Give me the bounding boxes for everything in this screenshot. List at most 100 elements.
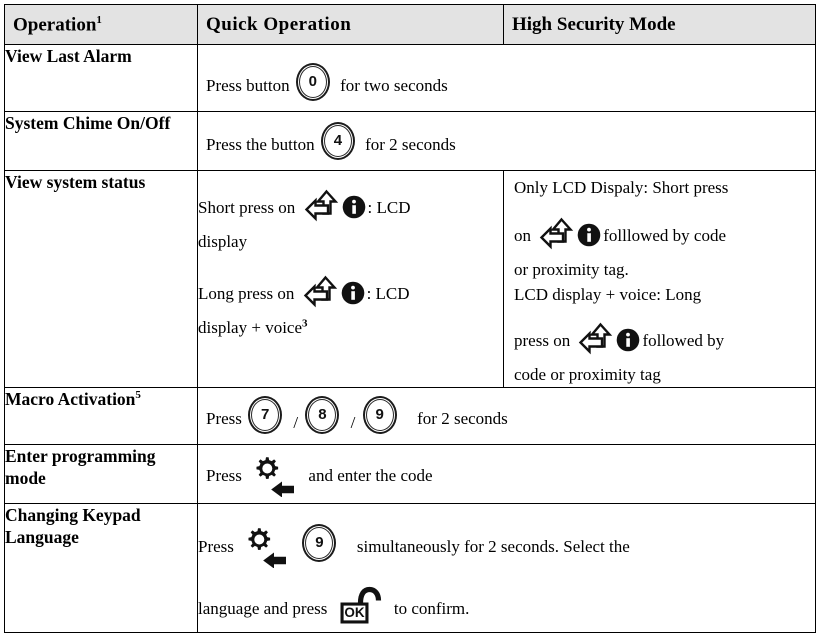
keypad-button-9[interactable]: 9: [362, 396, 401, 438]
button-inner-ring: [308, 399, 337, 431]
keypad-button-7[interactable]: 7: [248, 396, 286, 438]
instruction-text-pre: Press the button: [206, 135, 315, 154]
high-security-line-5: press on: [514, 322, 815, 362]
instruction-text-post: folllowed by code: [603, 225, 726, 245]
keypad-button-4[interactable]: 4: [320, 122, 359, 164]
column-header-quick-operation: Quick Operation: [197, 4, 504, 45]
row-label-view-last-alarm: View Last Alarm: [4, 44, 198, 112]
button-outer-ring: [320, 122, 355, 160]
high-security-line-2: on: [514, 217, 815, 257]
high-security-line-4: LCD display + voice: Long: [514, 285, 702, 304]
instruction-text-post: for 2 seconds: [365, 135, 456, 154]
instruction-text-post: for 2 seconds: [417, 409, 508, 428]
open-padlock-ok-icon[interactable]: OK: [336, 584, 386, 632]
keypad-operations-table: Operation1 Quick Operation High Security…: [4, 4, 816, 633]
instruction-line-long-press: Long press on: [198, 275, 503, 315]
row-content-enter-programming-mode: Press and enter the code: [197, 444, 816, 504]
table-row: Changing Keypad Language Press: [4, 503, 816, 633]
instruction-line-short-press-cont: display: [198, 232, 248, 251]
system-status-icon[interactable]: [300, 189, 368, 229]
high-security-line-3: or proximity tag.: [514, 259, 629, 279]
table-row: Macro Activation5 Press 7 / 8: [4, 387, 816, 445]
column-header-operation-label: Operation: [13, 14, 97, 36]
column-header-quick-operation-label: Quick Operation: [206, 14, 352, 35]
row-label-system-chime: System Chime On/Off: [4, 111, 198, 171]
instruction-text-post: to confirm.: [393, 599, 470, 618]
button-outer-ring: [302, 524, 337, 562]
row-label-view-system-status: View system status: [4, 170, 198, 388]
info-circle-icon: [576, 222, 602, 248]
button-outer-ring: [305, 396, 340, 434]
button-outer-ring: [362, 396, 397, 434]
keypad-button-0[interactable]: 0: [295, 63, 334, 105]
instruction-text-pre: Press: [206, 409, 242, 428]
button-digit: 4: [333, 132, 343, 149]
instruction-text-post: : LCD: [366, 283, 410, 303]
svg-text:OK: OK: [344, 605, 365, 620]
voice-footnote-marker: 3: [302, 316, 308, 329]
instruction-text-pre: Short press on: [198, 197, 296, 217]
table-row: System Chime On/Off Press the button 4 f…: [4, 111, 816, 171]
key-separator: /: [293, 413, 299, 432]
button-inner-ring: [305, 527, 334, 559]
row-label-macro-activation: Macro Activation5: [4, 387, 198, 445]
column-header-high-security-mode-label: High Security Mode: [512, 14, 676, 35]
bent-up-left-arrow-icon: [301, 275, 343, 315]
instruction-text-pre: Press button: [206, 76, 290, 95]
instruction-text-pre: Long press on: [198, 283, 295, 303]
table-row: View system status Short press on: [4, 170, 816, 388]
info-circle-icon: [340, 280, 366, 306]
button-digit: 9: [315, 534, 324, 551]
row-content-changing-keypad-language: Press 9: [197, 503, 816, 633]
table-row: Enter programming mode Press and ente: [4, 444, 816, 504]
instruction-text-post: : LCD: [367, 197, 411, 217]
row-content-system-chime: Press the button 4 for 2 seconds: [197, 111, 816, 171]
column-header-operation: Operation1: [4, 4, 198, 45]
column-header-high-security-mode: High Security Mode: [503, 4, 816, 45]
high-security-line-1: Only LCD Dispaly: Short press: [514, 178, 729, 197]
table-row: View Last Alarm Press button 0 for two s…: [4, 44, 816, 112]
button-outer-ring: [295, 63, 330, 101]
info-circle-icon: [341, 194, 367, 220]
instruction-text-pre: on: [514, 225, 531, 245]
instruction-line: Press and enter the code: [206, 453, 433, 497]
keypad-button-9[interactable]: 9: [302, 524, 340, 566]
instruction-text-pre: Press: [198, 537, 234, 556]
button-inner-ring: [298, 66, 327, 98]
high-security-line-6: code or proximity tag: [514, 364, 661, 384]
row-content-view-system-status-high: Only LCD Dispaly: Short press on: [503, 170, 816, 388]
instruction-line: Press 7 / 8 /: [206, 396, 508, 438]
system-status-icon[interactable]: [574, 322, 642, 362]
macro-footnote-marker: 5: [135, 389, 141, 402]
button-digit: 8: [318, 406, 327, 423]
info-circle-icon: [615, 327, 641, 353]
instruction-line-short-press: Short press on: [198, 189, 503, 229]
keypad-button-8[interactable]: 8: [305, 396, 343, 438]
row-label-changing-keypad-language: Changing Keypad Language: [4, 503, 198, 633]
instruction-line: Press the button 4 for 2 seconds: [206, 122, 456, 164]
button-inner-ring: [323, 125, 352, 157]
instruction-text-post: and enter the code: [308, 466, 433, 485]
gear-back-arrow-icon[interactable]: [248, 453, 302, 497]
table-header-row: Operation1 Quick Operation High Security…: [4, 4, 816, 45]
button-inner-ring: [251, 399, 280, 431]
instruction-line-2: language and press OK to confirm.: [198, 584, 815, 632]
instruction-text-pre: Press: [206, 466, 242, 485]
bent-up-left-arrow-icon: [576, 322, 618, 362]
instruction-text-pre: press on: [514, 330, 571, 350]
row-content-macro-activation: Press 7 / 8 /: [197, 387, 816, 445]
instruction-line-1: Press 9: [198, 524, 815, 568]
button-digit: 9: [375, 406, 384, 423]
row-content-view-last-alarm: Press button 0 for two seconds: [197, 44, 816, 112]
row-content-view-system-status-quick: Short press on: [197, 170, 504, 388]
system-status-icon[interactable]: [299, 275, 367, 315]
instruction-line-long-press-cont: display + voice3: [198, 315, 503, 341]
instruction-text-post: simultaneously for 2 seconds. Select the: [356, 537, 630, 556]
instruction-text-post: followed by: [642, 330, 725, 350]
gear-back-arrow-icon[interactable]: [240, 524, 294, 568]
system-status-icon[interactable]: [535, 217, 603, 257]
operations-table-page: Operation1 Quick Operation High Security…: [0, 4, 817, 633]
bent-up-left-arrow-icon: [302, 189, 344, 229]
button-digit: 0: [308, 73, 318, 90]
operation-footnote-marker: 1: [96, 13, 102, 26]
